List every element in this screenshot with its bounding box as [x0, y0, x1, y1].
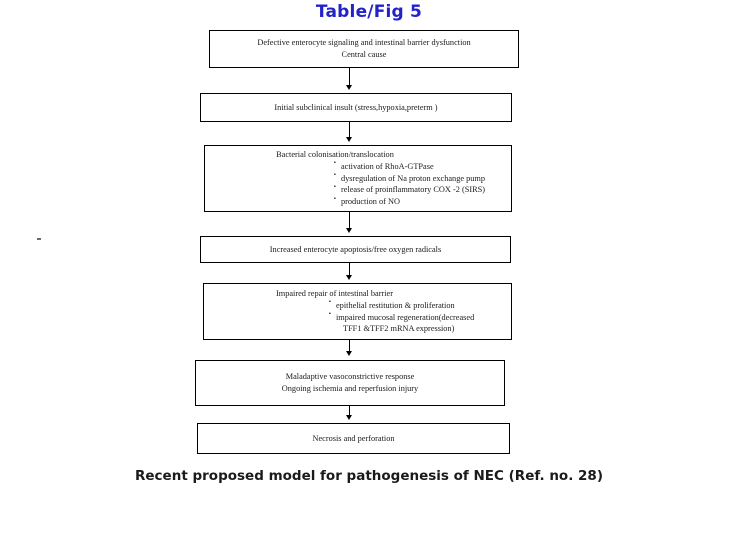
flow-node-line: Increased enterocyte apoptosis/free oxyg… — [269, 244, 442, 254]
flow-node-initial-insult: Initial subclinical insult (stress,hypox… — [200, 93, 512, 122]
flow-node-central-cause: Defective enterocyte signaling and intes… — [209, 30, 519, 68]
arrow-down-icon — [346, 275, 352, 280]
flow-node-necrosis: Necrosis and perforation — [197, 423, 510, 454]
flow-node-bullet: impaired mucosal regeneration(decreased … — [329, 311, 511, 336]
flow-node-bullet: epithelial restitution & proliferation — [329, 299, 511, 312]
flow-node-line: Necrosis and perforation — [312, 433, 395, 443]
flow-node-line: Maladaptive vasoconstrictive response — [285, 372, 415, 382]
flow-node-vasoconstriction: Maladaptive vasoconstrictive response On… — [195, 360, 505, 406]
flow-node-bullet: release of proinflammatory COX -2 (SIRS) — [334, 184, 511, 196]
flow-node-line: Initial subclinical insult (stress,hypox… — [274, 102, 438, 112]
flow-node-impaired-repair: Impaired repair of intestinal barrier ep… — [203, 283, 512, 340]
flow-connector — [349, 212, 350, 230]
arrow-down-icon — [346, 137, 352, 142]
flow-node-heading: Bacterial colonisation/translocation — [276, 150, 394, 160]
flow-node-apoptosis: Increased enterocyte apoptosis/free oxyg… — [200, 236, 511, 263]
flow-node-bullet: activation of RhoA-GTPase — [334, 160, 511, 173]
arrow-down-icon — [346, 415, 352, 420]
flow-node-bullet-list: activation of RhoA-GTPase dysregulation … — [205, 160, 511, 208]
flow-node-bullet: dysregulation of Na proton exchange pump — [334, 172, 511, 185]
flow-connector — [349, 122, 350, 139]
stray-mark — [37, 238, 41, 240]
flow-connector — [349, 340, 350, 353]
flow-node-line: Ongoing ischemia and reperfusion injury — [281, 384, 419, 393]
flow-node-bullet-list: epithelial restitution & proliferation i… — [204, 299, 511, 336]
arrow-down-icon — [346, 85, 352, 90]
figure-title: Table/Fig 5 — [315, 2, 423, 22]
flow-node-bacterial-colonisation: Bacterial colonisation/translocation act… — [204, 145, 512, 212]
flow-node-bullet-text: impaired mucosal regeneration(decreased — [336, 312, 475, 322]
arrow-down-icon — [346, 228, 352, 233]
flow-node-line: Defective enterocyte signaling and intes… — [257, 38, 471, 48]
flow-node-heading: Impaired repair of intestinal barrier — [275, 288, 394, 298]
figure-caption: Recent proposed model for pathogenesis o… — [135, 468, 603, 484]
flow-connector — [349, 263, 350, 277]
arrow-down-icon — [346, 351, 352, 356]
flow-connector — [349, 68, 350, 87]
flow-node-line: Central cause — [341, 50, 387, 59]
flow-node-bullet-continuation: TFF1 &TFF2 mRNA expression) — [343, 324, 455, 334]
flow-connector — [349, 406, 350, 418]
flow-node-bullet: production of NO — [334, 196, 511, 208]
